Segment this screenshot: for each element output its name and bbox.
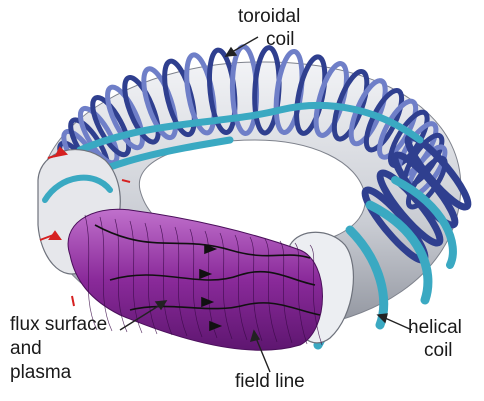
helical-coil-label-line: coil	[424, 340, 453, 361]
current-arrow	[72, 296, 74, 306]
flux-surface-label-line: flux surface	[10, 314, 107, 335]
toroidal-coil-label-line: toroidal	[238, 6, 300, 27]
helical-coil-label-line: helical	[408, 317, 462, 338]
helical-coil-label: helical coil	[408, 317, 467, 361]
field-line-label: field line	[235, 371, 305, 392]
toroidal-coil-label-line: coil	[266, 29, 295, 50]
flux-surface-label: flux surface and plasma	[10, 314, 112, 383]
toroidal-coil-pointer-head	[226, 48, 236, 56]
flux-surface-label-line: and	[10, 338, 42, 359]
flux-surface-label-line: plasma	[10, 362, 72, 383]
